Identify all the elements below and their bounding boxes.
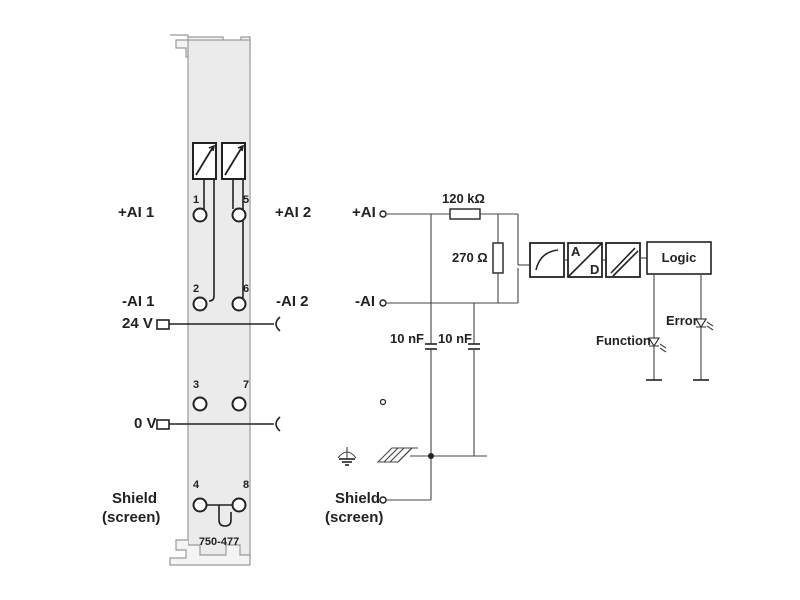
- terminal-7: [231, 396, 247, 412]
- label-ai1-neg: -AI 1: [122, 293, 155, 310]
- module-part-number: 750-477: [199, 536, 239, 548]
- terminal-3-number: 3: [193, 379, 199, 391]
- shield-node: [379, 496, 387, 504]
- label-shield: Shield: [112, 490, 157, 507]
- resistor-120k-label: 120 kΩ: [442, 191, 485, 206]
- input-pos-node: [379, 210, 387, 218]
- label-ai2-pos: +AI 2: [275, 204, 311, 221]
- ground-icon: [337, 447, 357, 466]
- bus-contact-0v: [156, 419, 170, 430]
- terminal-6-number: 6: [243, 283, 249, 295]
- din-rail-icon: [376, 447, 418, 463]
- terminal-1-number: 1: [193, 194, 199, 206]
- label-ai2-neg: -AI 2: [276, 293, 309, 310]
- isolation-block-2: [221, 142, 246, 180]
- terminal-7-number: 7: [243, 379, 249, 391]
- input-neg-node: [379, 299, 387, 307]
- resistor-270: [492, 242, 504, 274]
- resistor-270-label: 270 Ω: [452, 250, 488, 265]
- ground-junction: [428, 453, 434, 459]
- terminal-6: [231, 296, 247, 312]
- adc-label-d: D: [590, 262, 599, 277]
- function-led-icon: [648, 337, 667, 353]
- logic-label: Logic: [662, 250, 697, 265]
- schematic-screen-label: (screen): [325, 509, 383, 526]
- schematic: +AI -AI 120 kΩ 270 Ω A D: [325, 191, 714, 526]
- cap1-label: 10 nF: [390, 331, 424, 346]
- cap2-label: 10 nF: [438, 331, 472, 346]
- module-bottom-clip: [169, 539, 251, 566]
- error-led-label: Error: [666, 313, 698, 328]
- terminal-1: [192, 207, 208, 223]
- schematic-shield-label: Shield: [335, 490, 380, 507]
- function-led-label: Function: [596, 333, 651, 348]
- error-led-icon: [695, 318, 714, 331]
- label-24v: 24 V: [122, 315, 153, 332]
- terminal-4-number: 4: [193, 479, 200, 491]
- bus-contact-24v: [156, 319, 170, 330]
- schematic-input-neg: -AI: [355, 293, 375, 310]
- terminal-2-number: 2: [193, 283, 199, 295]
- terminal-3: [192, 396, 208, 412]
- resistor-120k: [449, 208, 481, 220]
- schematic-input-pos: +AI: [352, 204, 376, 221]
- logic-block: [646, 241, 712, 275]
- label-0v: 0 V: [134, 415, 157, 432]
- terminal-5: [231, 207, 247, 223]
- terminal-8: [231, 497, 247, 513]
- isolator-block: [605, 242, 641, 278]
- label-ai1-pos: +AI 1: [118, 204, 154, 221]
- isolation-block-1: [192, 142, 217, 180]
- shield-bridge: [218, 505, 232, 527]
- filter-block: [529, 242, 565, 278]
- terminal-module: 750-477 1 5 2 6 3 7 4 8: [156, 34, 281, 566]
- terminal-2: [192, 296, 208, 312]
- unused-node: [379, 398, 387, 406]
- terminal-4: [192, 497, 208, 513]
- adc-label-a: A: [571, 244, 581, 259]
- label-screen: (screen): [102, 509, 160, 526]
- terminal-5-number: 5: [243, 194, 249, 206]
- adc-block: A D: [567, 242, 603, 278]
- terminal-8-number: 8: [243, 479, 249, 491]
